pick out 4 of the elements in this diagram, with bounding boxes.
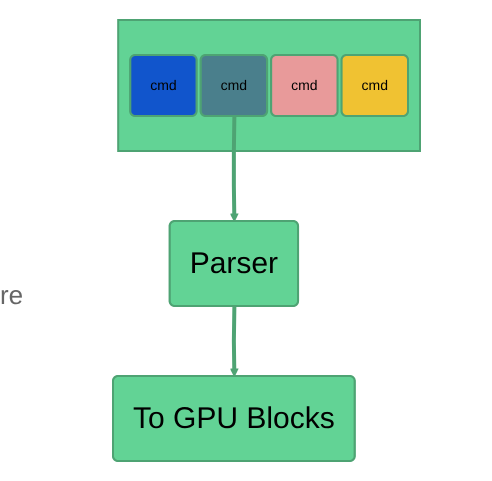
arrow <box>229 306 238 377</box>
partial-text: re <box>0 280 24 311</box>
cluster <box>116 19 420 152</box>
arrow <box>229 116 238 222</box>
